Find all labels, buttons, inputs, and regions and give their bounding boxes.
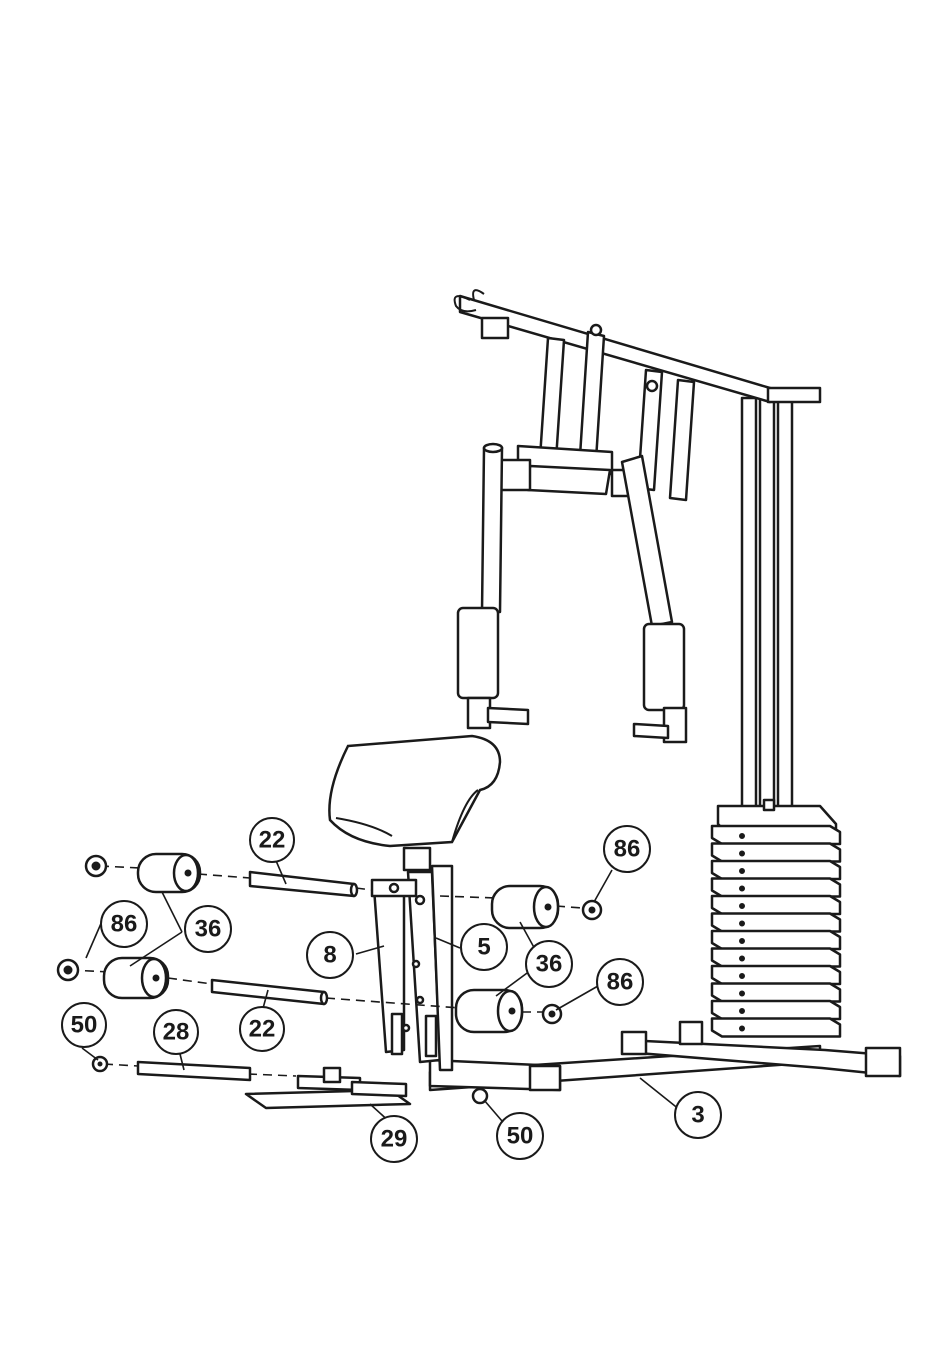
callout-22-bottom: 22 — [240, 1007, 284, 1051]
svg-text:86: 86 — [607, 969, 634, 996]
svg-text:36: 36 — [195, 916, 222, 943]
callout-86-right-bottom: 86 — [597, 959, 643, 1005]
weight-plate — [712, 966, 840, 984]
weight-plate — [712, 896, 840, 914]
svg-text:36: 36 — [536, 951, 563, 978]
plate-pin-hole — [740, 851, 745, 856]
plate-pin-hole — [740, 921, 745, 926]
callout-28: 28 — [154, 1010, 198, 1054]
weight-plate — [712, 1001, 840, 1019]
weight-plate — [712, 931, 840, 949]
weight-plate — [712, 949, 840, 967]
plate-pin-hole — [740, 991, 745, 996]
callout-36-left: 36 — [185, 906, 231, 952]
svg-text:22: 22 — [259, 827, 286, 854]
callout-86-right-top: 86 — [604, 826, 650, 872]
plate-pin-hole — [740, 834, 745, 839]
weight-plate — [712, 861, 840, 879]
svg-text:86: 86 — [614, 836, 641, 863]
callout-50-bottom: 50 — [497, 1113, 543, 1159]
plate-pin-hole — [740, 869, 745, 874]
svg-text:50: 50 — [507, 1123, 534, 1150]
plate-pin-hole — [740, 904, 745, 909]
plate-pin-hole — [740, 974, 745, 979]
callout-50-left: 50 — [62, 1003, 106, 1047]
svg-text:28: 28 — [163, 1019, 190, 1046]
callout-3: 3 — [675, 1092, 721, 1138]
callout-86-left: 86 — [101, 901, 147, 947]
svg-text:22: 22 — [249, 1016, 276, 1043]
weight-plate — [712, 984, 840, 1002]
foot-plate — [246, 1068, 410, 1108]
callout-5: 5 — [461, 924, 507, 970]
weight-plate — [712, 1019, 840, 1037]
plate-pin-hole — [740, 886, 745, 891]
plate-pin-hole — [740, 1009, 745, 1014]
svg-text:5: 5 — [477, 934, 490, 961]
svg-text:86: 86 — [111, 911, 138, 938]
callout-36-right: 36 — [526, 941, 572, 987]
weight-plate — [712, 826, 840, 844]
weight-stack — [712, 398, 840, 1037]
svg-text:29: 29 — [381, 1126, 408, 1153]
weight-plate — [712, 879, 840, 897]
callout-22-top: 22 — [250, 818, 294, 862]
plate-pin-hole — [740, 1026, 745, 1031]
plate-pin-hole — [740, 939, 745, 944]
callout-8: 8 — [307, 932, 353, 978]
plate-pin-hole — [740, 956, 745, 961]
svg-text:50: 50 — [71, 1012, 98, 1039]
svg-text:3: 3 — [691, 1102, 704, 1129]
callout-29: 29 — [371, 1116, 417, 1162]
weight-plate — [712, 914, 840, 932]
weight-plate — [712, 844, 840, 862]
svg-text:8: 8 — [323, 942, 336, 969]
